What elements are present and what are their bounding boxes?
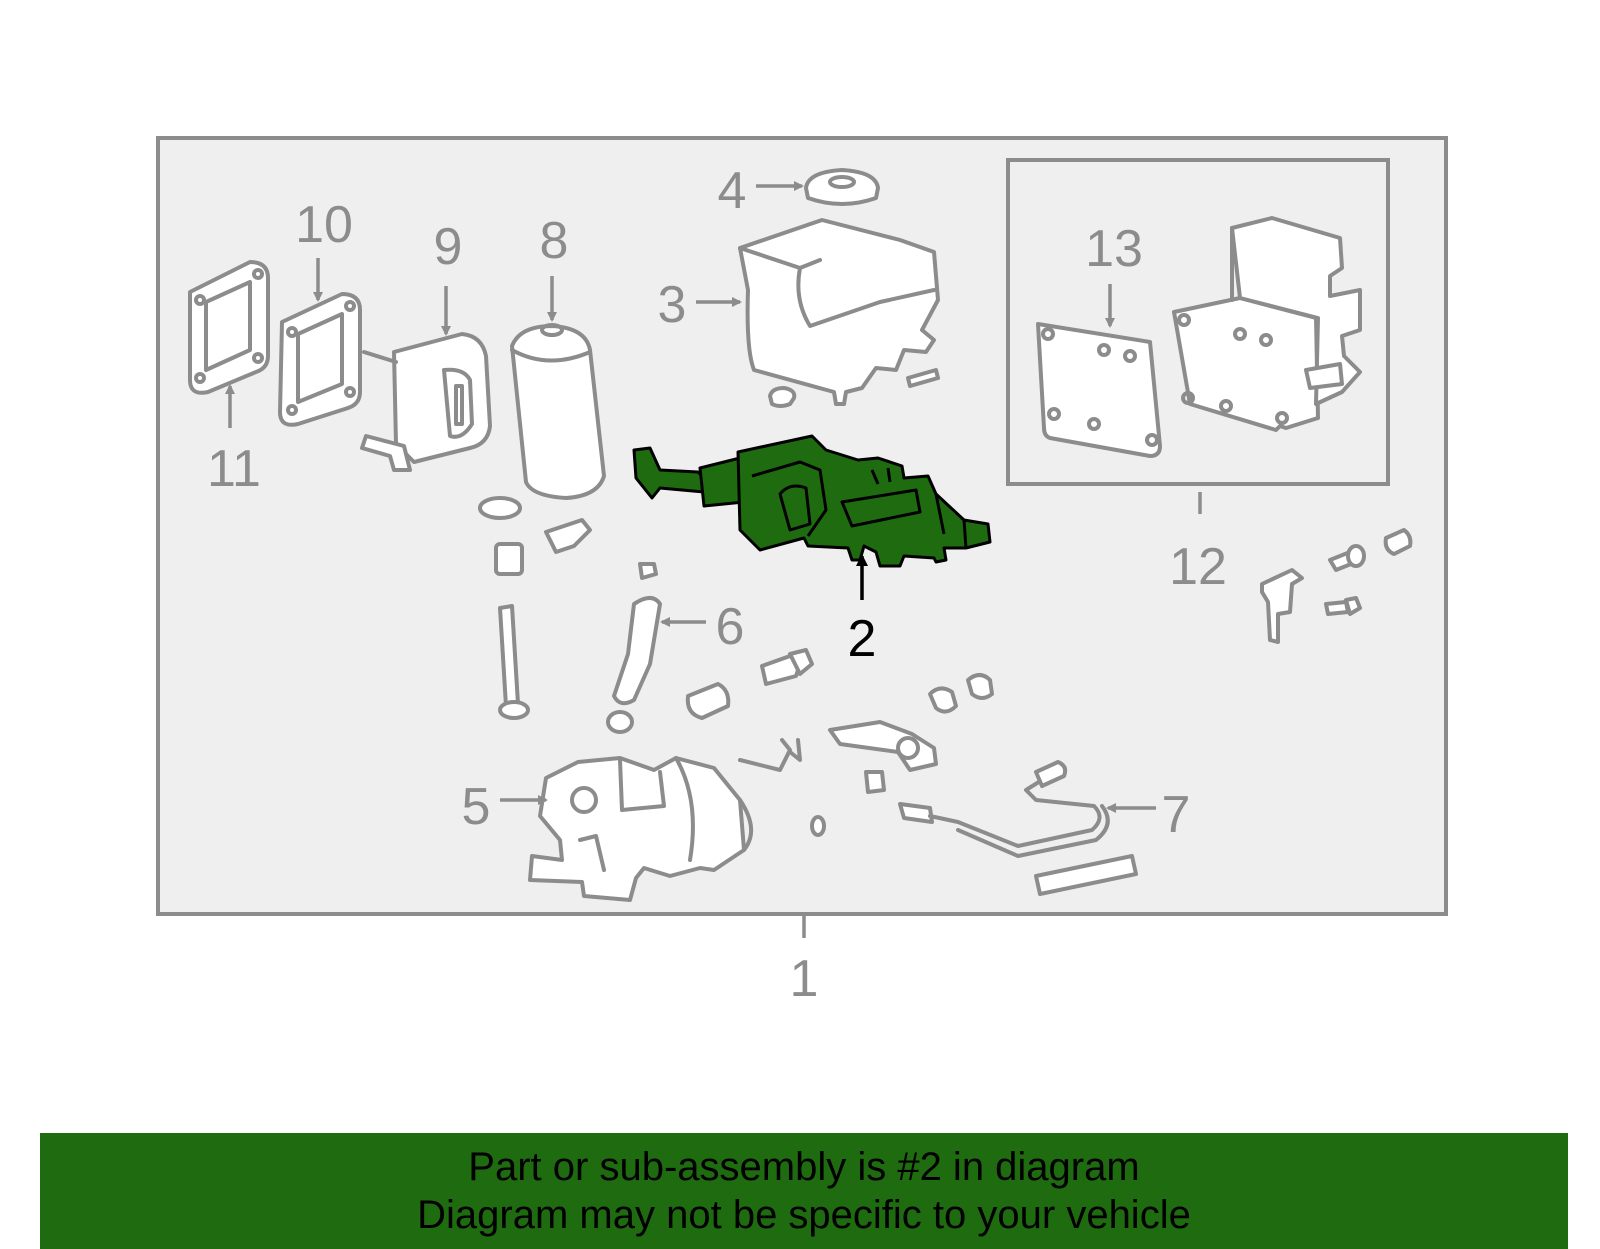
callout-6[interactable]: 6 — [716, 598, 745, 656]
callout-13[interactable]: 13 — [1085, 220, 1143, 278]
part-4-reservoir-cap[interactable] — [804, 168, 880, 206]
callout-12[interactable]: 12 — [1169, 538, 1227, 596]
part-9-pump-cover[interactable] — [360, 332, 492, 472]
part-5-pump-motor[interactable] — [528, 710, 802, 902]
info-banner: Part or sub-assembly is #2 in diagram Di… — [40, 1133, 1568, 1249]
part-11-gasket[interactable] — [188, 260, 270, 395]
part-10-gasket[interactable] — [278, 292, 362, 427]
callout-1[interactable]: 1 — [790, 950, 819, 1008]
callout-9[interactable]: 9 — [434, 218, 463, 276]
callout-numbers: 1 2 3 4 5 6 7 8 9 10 11 12 13 — [207, 162, 1227, 1008]
part-12-actuator[interactable] — [1172, 216, 1362, 432]
callout-8[interactable]: 8 — [540, 212, 569, 270]
part-8-accumulator[interactable] — [478, 323, 606, 576]
callout-5[interactable]: 5 — [462, 778, 491, 836]
leader-lines — [225, 181, 1202, 938]
callout-3[interactable]: 3 — [658, 276, 687, 334]
part-12-bracket-hardware[interactable] — [1260, 528, 1413, 644]
part-2-master-cylinder[interactable] — [632, 434, 992, 568]
part-6-hose[interactable] — [612, 562, 662, 706]
part-7-brake-lines[interactable] — [898, 760, 1138, 896]
callout-2[interactable]: 2 — [848, 610, 877, 668]
callout-11[interactable]: 11 — [207, 440, 261, 498]
banner-line-2: Diagram may not be specific to your vehi… — [417, 1193, 1191, 1237]
part-13-cover-plate[interactable] — [1036, 322, 1162, 458]
banner-line-1: Part or sub-assembly is #2 in diagram — [468, 1145, 1140, 1189]
callout-10[interactable]: 10 — [295, 196, 353, 254]
callout-4[interactable]: 4 — [718, 162, 747, 220]
misc-hardware[interactable] — [498, 604, 994, 837]
callout-7[interactable]: 7 — [1162, 786, 1191, 844]
part-3-reservoir[interactable] — [738, 218, 940, 408]
